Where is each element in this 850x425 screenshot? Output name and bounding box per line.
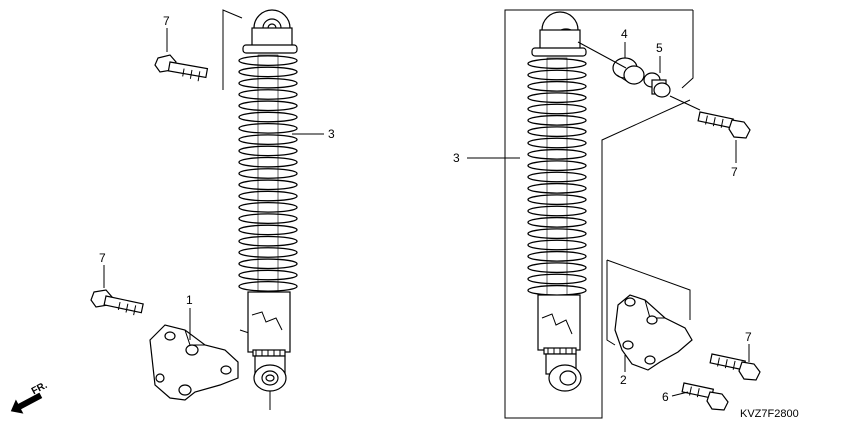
spring-coil: [527, 69, 587, 81]
spring-coil: [527, 137, 587, 149]
right-shock-absorber: [527, 11, 587, 392]
spring-coil: [527, 205, 587, 217]
spring-coil: [527, 194, 587, 206]
spring-coil: [527, 148, 587, 160]
spring-coil: [238, 145, 298, 157]
direction-label: FR.: [30, 380, 50, 397]
spring-coil: [527, 262, 587, 274]
spring-coil: [238, 55, 298, 67]
spring-coil: [238, 213, 298, 225]
spring-coil: [527, 250, 587, 262]
spring-coil: [238, 280, 298, 292]
right-collar: [643, 56, 701, 111]
diagram-code: KVZ7F2800: [740, 408, 799, 420]
spring-coil: [238, 100, 298, 112]
spring-coil: [238, 122, 298, 134]
left-top-bolt: [154, 28, 209, 82]
callout-right-bolt-top: 7: [731, 165, 738, 179]
spring-coil: [527, 239, 587, 251]
spring-coil: [527, 273, 587, 285]
callout-right-bracket: 2: [620, 373, 627, 387]
spring-coil: [527, 80, 587, 92]
right-frame-lines: [504, 9, 694, 419]
right-bracket: [614, 294, 693, 372]
spring-coil: [238, 247, 298, 258]
spring-coil: [527, 103, 587, 115]
spring-coil: [238, 269, 298, 281]
spring-coil: [238, 179, 298, 191]
right-bottom-bolt: [671, 382, 729, 411]
spring-coil: [527, 284, 587, 296]
left-bottom-bolt: [90, 265, 144, 316]
callout-right-bushing: 4: [621, 27, 628, 41]
callout-right-collar: 5: [656, 41, 663, 55]
spring-coil: [238, 156, 298, 168]
left-spring: [238, 54, 298, 293]
callout-left-bracket: 1: [186, 293, 193, 307]
front-direction-arrow-icon: FR.: [10, 380, 50, 414]
left-shock-absorber: [238, 9, 298, 392]
spring-coil: [527, 58, 587, 70]
spring-coil: [238, 235, 298, 247]
spring-coil: [527, 171, 587, 183]
spring-coil: [238, 224, 298, 236]
spring-coil: [527, 114, 587, 126]
spring-coil: [238, 201, 298, 213]
spring-coil: [527, 182, 587, 194]
right-spring: [527, 57, 587, 297]
callout-left-bolt-bottom: 7: [99, 251, 106, 265]
right-top-bolt: [697, 111, 751, 163]
callout-left-bolt-top: 7: [163, 14, 170, 28]
spring-coil: [238, 77, 298, 89]
spring-coil: [527, 228, 587, 240]
spring-coil: [527, 160, 587, 172]
spring-coil: [238, 66, 298, 78]
callout-right-bolt-lower: 7: [745, 330, 752, 344]
callout-left-shock: 3: [328, 127, 335, 141]
spring-coil: [527, 216, 587, 228]
right-bushing: [577, 41, 645, 85]
spring-coil: [238, 190, 298, 202]
spring-coil: [238, 111, 298, 123]
right-lower-bolt: [709, 344, 761, 381]
spring-coil: [238, 89, 298, 100]
spring-coil: [238, 168, 298, 179]
left-bracket: [149, 308, 239, 401]
spring-coil: [527, 92, 587, 104]
callout-right-shock: 3: [453, 151, 460, 165]
spring-coil: [238, 134, 298, 146]
spring-coil: [527, 126, 587, 138]
callout-right-bolt-bottom: 6: [662, 390, 669, 404]
spring-coil: [238, 258, 298, 270]
